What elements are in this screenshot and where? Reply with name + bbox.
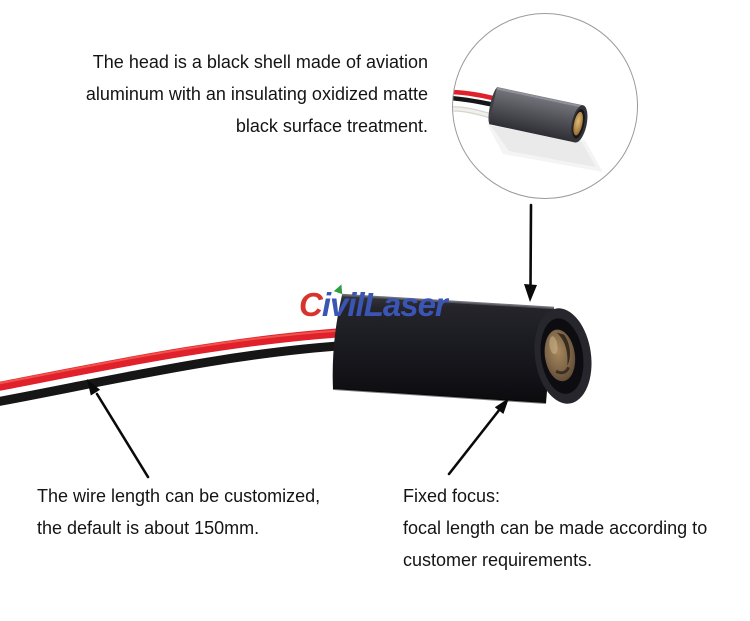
- lens-dark-streak: [556, 332, 571, 366]
- lens-lower-shade: [555, 366, 571, 375]
- red-wire-highlight: [0, 329, 351, 385]
- civillaser-watermark: CivilLaser: [299, 286, 448, 323]
- inset-shadow-soft: [487, 124, 603, 172]
- note-line: aluminum with an insulating oxidized mat…: [85, 84, 428, 104]
- watermark-rest: ivilLaser: [321, 286, 448, 323]
- shell-top-highlight: [341, 293, 555, 310]
- down-arrow-icon: [524, 203, 537, 302]
- note-line: the default is about 150mm.: [37, 518, 260, 538]
- pointer-arrows: [87, 203, 537, 479]
- up-right-arrow-icon: [447, 398, 509, 476]
- module-shell: [332, 295, 554, 403]
- inset-lens: [573, 111, 583, 136]
- inset-top-highlight: [496, 87, 583, 108]
- head-material-note: The head is a black shell made of aviati…: [80, 46, 428, 142]
- lead-wires: [0, 327, 357, 406]
- fixed-focus-note: Fixed focus: focal length can be made ac…: [403, 480, 707, 576]
- note-line: customer requirements.: [403, 550, 593, 570]
- laser-module-body: [332, 293, 592, 404]
- inset-module-scene: [453, 87, 603, 172]
- module-front-face: [534, 308, 592, 404]
- shell-bottom-edge: [332, 388, 547, 404]
- watermark-first-letter: C: [299, 286, 323, 323]
- note-line: The wire length can be customized,: [37, 486, 321, 506]
- inset-circle-photo: [452, 13, 638, 199]
- note-line: The head is a black shell made of aviati…: [92, 52, 428, 72]
- lens-glint: [549, 336, 558, 355]
- red-wire: [0, 327, 357, 391]
- up-left-arrow-icon: [87, 379, 150, 479]
- black-wire: [0, 340, 357, 406]
- note-line: focal length can be made according to: [403, 518, 708, 538]
- note-line: Fixed focus:: [403, 486, 501, 506]
- inset-module-body: [488, 87, 588, 143]
- note-line: black surface treatment.: [235, 116, 428, 136]
- wire-length-note: The wire length can be customized, the d…: [37, 480, 320, 544]
